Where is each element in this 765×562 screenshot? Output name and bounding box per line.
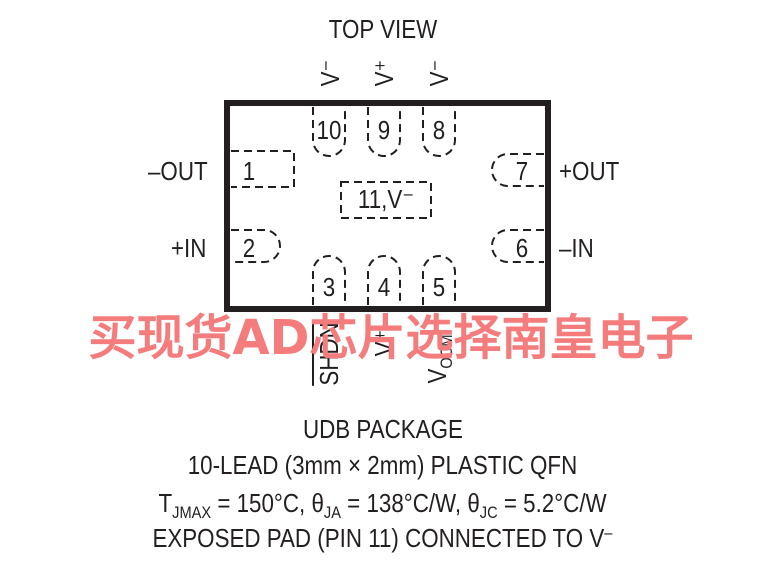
ja-value: = 138°C/W, [340, 488, 468, 518]
pin-6-number: 6 [515, 233, 529, 263]
pad-8 [422, 107, 456, 157]
ja-sub: JA [323, 503, 341, 522]
exposed-pad-label: 11,V⁻ [357, 184, 415, 214]
pad-5 [422, 255, 456, 305]
tj-symbol: T [158, 488, 173, 518]
jc-value: = 5.2°C/W [497, 488, 607, 518]
pad-6 [491, 229, 544, 263]
jc-symbol: θ [467, 488, 480, 518]
pad-7 [491, 153, 544, 187]
pin-6-name: –IN [559, 233, 594, 263]
package-name: UDB PACKAGE [0, 416, 765, 442]
package-name-text: UDB PACKAGE [302, 414, 463, 444]
pin-5-number: 5 [432, 272, 446, 302]
pin-1-name: –OUT [148, 156, 208, 186]
exposed-pad-note-line: EXPOSED PAD (PIN 11) CONNECTED TO V– [152, 524, 612, 551]
tj-value: = 150°C, [211, 488, 312, 518]
thermal-specs-line: TJMAX = 150°C, θJA = 138°C/W, θJC = 5.2°… [158, 490, 606, 521]
exposed-pad-note: EXPOSED PAD (PIN 11) CONNECTED TO V– [0, 524, 765, 551]
pin-9-name: V⁺ [369, 59, 399, 87]
pad-3 [312, 255, 346, 305]
pin-8-number: 8 [432, 115, 446, 145]
pin-1-number: 1 [242, 156, 256, 186]
thermal-specs: TJMAX = 150°C, θJA = 138°C/W, θJC = 5.2°… [0, 490, 765, 521]
watermark-text: 买现货AD芯片选择南皇电子 [88, 310, 694, 366]
package-body [224, 100, 551, 312]
pin-5-name-main: V [422, 368, 452, 384]
jc-sub: JC [479, 503, 498, 522]
pin-8-name: V⁻ [424, 59, 454, 87]
pin-9-number: 9 [377, 115, 391, 145]
tj-sub: JMAX [172, 503, 212, 522]
exposed-pad-note-sup: – [604, 523, 613, 542]
exposed-pad [340, 181, 432, 219]
pin-7-name: +OUT [559, 156, 620, 186]
pin-2-name: +IN [171, 233, 207, 263]
pad-2 [231, 229, 281, 263]
pin-10-number: 10 [316, 115, 342, 145]
pin-3-number: 3 [322, 272, 336, 302]
pin-7-number: 7 [515, 156, 529, 186]
ja-symbol: θ [311, 488, 324, 518]
pin-10-name: V⁻ [315, 59, 345, 87]
pad-4 [367, 255, 401, 305]
package-desc: 10-LEAD (3mm × 2mm) PLASTIC QFN [0, 452, 765, 478]
pin-2-number: 2 [242, 233, 256, 263]
pad-1 [231, 150, 295, 188]
pad-10 [312, 107, 346, 157]
package-desc-text: 10-LEAD (3mm × 2mm) PLASTIC QFN [187, 450, 578, 480]
pin-4-number: 4 [377, 272, 391, 302]
pad-9 [367, 107, 401, 157]
view-label: TOP VIEW [328, 14, 438, 44]
exposed-pad-note-main: EXPOSED PAD (PIN 11) CONNECTED TO V [152, 523, 605, 553]
